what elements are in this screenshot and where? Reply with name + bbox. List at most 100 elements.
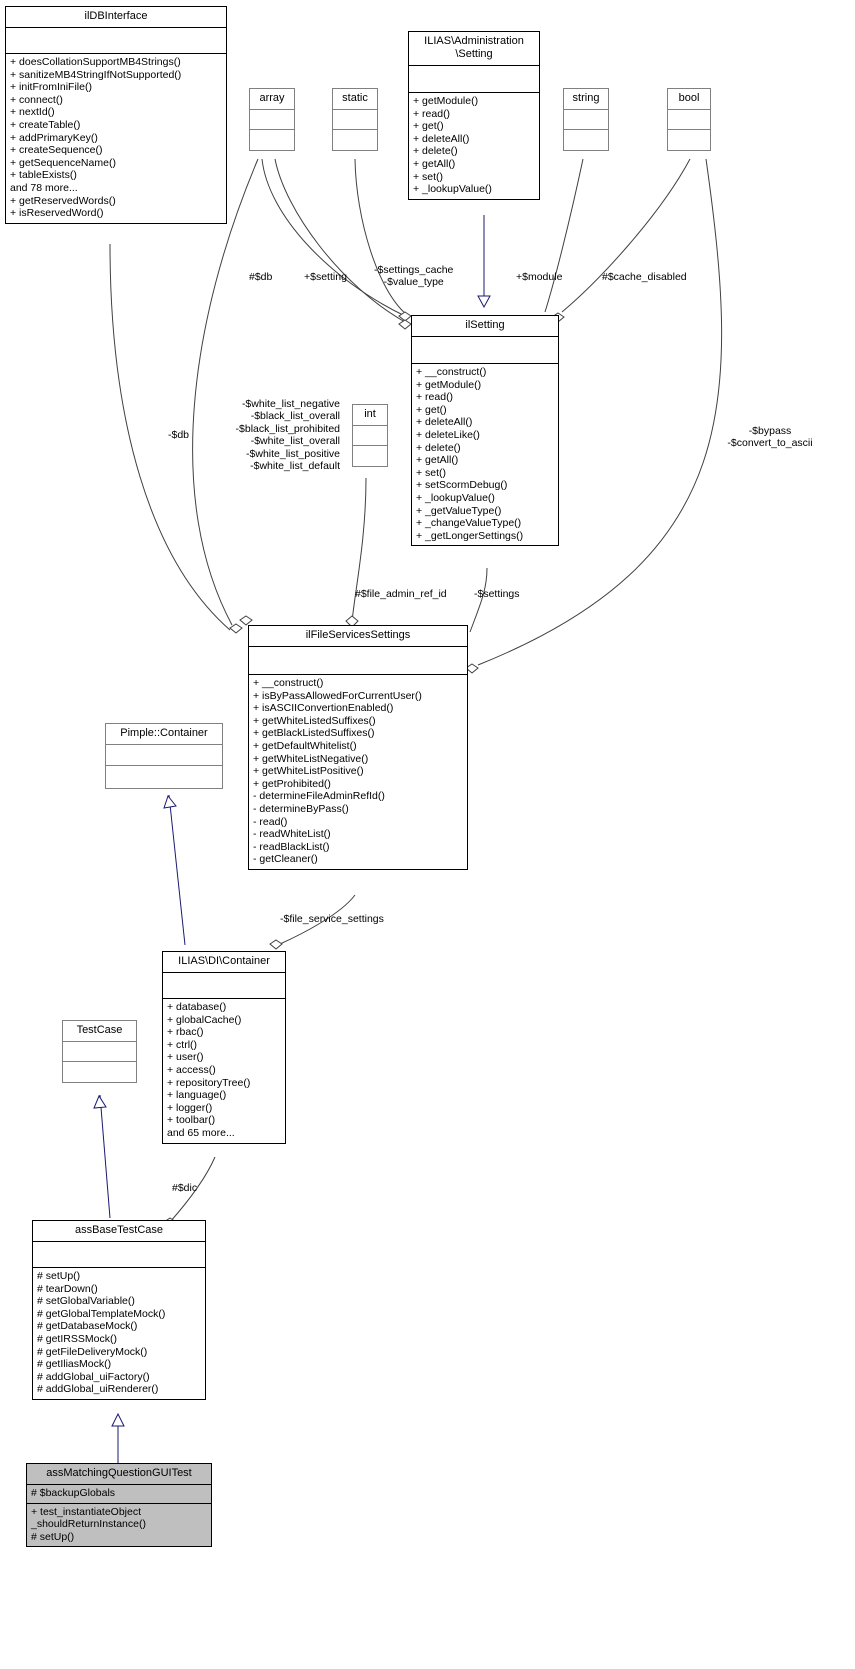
edge-label-settings-cache: -$settings_cache -$value_type xyxy=(374,264,454,289)
class-operations: + database()+ globalCache()+ rbac()+ ctr… xyxy=(163,998,285,1143)
class-title: assMatchingQuestionGUITest xyxy=(46,1467,192,1479)
class-title: ILIAS\Administration \Setting xyxy=(424,35,524,60)
class-title: assBaseTestCase xyxy=(74,1224,164,1236)
class-member: + get() xyxy=(413,120,444,133)
class-attributes: # $backupGlobals xyxy=(27,1484,211,1503)
class-title: int xyxy=(364,408,376,420)
class-attributes xyxy=(353,425,387,445)
class-operations xyxy=(250,129,294,150)
class-member: + createTable() xyxy=(10,118,81,131)
class-member: + __construct() xyxy=(416,366,487,378)
class-box-static[interactable]: static xyxy=(332,88,378,151)
class-member: # getDatabaseMock() xyxy=(37,1320,138,1333)
class-member: # getIliasMock() xyxy=(37,1358,112,1371)
class-operations: + test_instantiateObject_shouldReturnIns… xyxy=(27,1502,211,1547)
class-member: + delete() xyxy=(413,145,458,158)
edge-label-file-service-settings: -$file_service_settings xyxy=(280,913,384,925)
class-title: TestCase xyxy=(76,1024,123,1036)
class-member: + getAll() xyxy=(413,157,456,170)
class-member: + language() xyxy=(167,1089,227,1102)
class-member: # getFileDeliveryMock() xyxy=(37,1345,148,1358)
class-member: + _lookupValue() xyxy=(416,491,495,504)
class-operations xyxy=(333,129,377,150)
class-member: + doesCollationSupportMB4Strings() xyxy=(10,56,181,68)
class-member: - readWhiteList() xyxy=(253,828,331,841)
class-member: + set() xyxy=(416,466,447,479)
class-operations: # setUp()# tearDown()# setGlobalVariable… xyxy=(33,1267,205,1399)
class-operations xyxy=(106,765,222,788)
class-title: array xyxy=(259,92,285,104)
edge-label-db-hash: #$db xyxy=(249,271,273,283)
class-title: ilSetting xyxy=(465,319,505,331)
class-member: + getReservedWords() xyxy=(10,194,116,207)
class-attributes xyxy=(63,1041,136,1061)
class-box-testcase[interactable]: TestCase xyxy=(62,1020,137,1083)
class-operations: + doesCollationSupportMB4Strings()+ sani… xyxy=(6,53,226,223)
edge-label-file-admin-ref-id: #$file_admin_ref_id xyxy=(355,588,447,600)
class-member: # getIRSSMock() xyxy=(37,1332,117,1345)
class-operations xyxy=(353,445,387,466)
class-box-pimple-container[interactable]: Pimple::Container xyxy=(105,723,223,789)
edge-label-setting: +$setting xyxy=(304,271,347,283)
class-box-di-container[interactable]: ILIAS\DI\Container + database()+ globalC… xyxy=(162,951,286,1144)
class-attributes xyxy=(412,336,558,363)
class-box-array[interactable]: array xyxy=(249,88,295,151)
class-member: + repositoryTree() xyxy=(167,1076,251,1089)
class-box-assbasetestcase[interactable]: assBaseTestCase # setUp()# tearDown()# s… xyxy=(32,1220,206,1400)
class-member: + getBlackListedSuffixes() xyxy=(253,727,375,740)
class-member: + tableExists() xyxy=(10,169,77,182)
class-member: + isByPassAllowedForCurrentUser() xyxy=(253,689,422,702)
class-member: + getModule() xyxy=(416,378,482,391)
edge-label-dic: #$dic xyxy=(172,1182,198,1194)
class-box-bool[interactable]: bool xyxy=(667,88,711,151)
class-box-ilsetting[interactable]: ilSetting + __construct()+ getModule()+ … xyxy=(411,315,559,547)
class-member: + _lookupValue() xyxy=(413,183,492,196)
class-member: + deleteAll() xyxy=(413,132,470,145)
class-box-ildbinterface[interactable]: ilDBInterface + doesCollationSupportMB4S… xyxy=(5,6,227,224)
class-member: + access() xyxy=(167,1063,216,1076)
class-member: + ctrl() xyxy=(167,1038,198,1051)
class-member: + sanitizeMB4StringIfNotSupported() xyxy=(10,68,182,81)
class-attributes xyxy=(250,109,294,129)
class-box-int[interactable]: int xyxy=(352,404,388,467)
class-attributes xyxy=(668,109,710,129)
class-member: - getCleaner() xyxy=(253,853,318,866)
class-attributes xyxy=(106,744,222,765)
class-attributes xyxy=(163,972,285,998)
class-member: # tearDown() xyxy=(37,1282,98,1295)
class-member: - determineByPass() xyxy=(253,802,349,815)
class-member: + getModule() xyxy=(413,95,479,107)
class-operations: + __construct()+ isByPassAllowedForCurre… xyxy=(249,674,467,869)
class-member: + globalCache() xyxy=(167,1013,242,1026)
class-title: Pimple::Container xyxy=(120,727,208,739)
edge-label-cache-disabled: #$cache_disabled xyxy=(602,271,687,283)
edge-label-bypass-convert: -$bypass -$convert_to_ascii xyxy=(727,425,813,450)
class-operations: + getModule()+ read()+ get()+ deleteAll(… xyxy=(409,92,539,199)
class-member: + read() xyxy=(416,391,454,404)
edge-label-module: +$module xyxy=(516,271,563,283)
class-attributes xyxy=(564,109,608,129)
class-member: # getGlobalTemplateMock() xyxy=(37,1307,166,1320)
class-member: + getWhiteListedSuffixes() xyxy=(253,714,376,727)
class-attributes xyxy=(249,646,467,674)
class-box-assmatchingquestionguitest[interactable]: assMatchingQuestionGUITest # $backupGlob… xyxy=(26,1463,212,1548)
class-member: + deleteLike() xyxy=(416,428,480,441)
class-box-ilfileservicessettings[interactable]: ilFileServicesSettings + __construct()+ … xyxy=(248,625,468,870)
class-title: ilDBInterface xyxy=(84,10,148,22)
class-member: + addPrimaryKey() xyxy=(10,131,98,144)
class-attributes xyxy=(33,1241,205,1267)
class-member: - readBlackList() xyxy=(253,840,330,853)
class-member: + getProhibited() xyxy=(253,777,331,790)
class-title: bool xyxy=(678,92,700,104)
class-box-string[interactable]: string xyxy=(563,88,609,151)
class-member: # setGlobalVariable() xyxy=(37,1295,135,1308)
class-operations xyxy=(564,129,608,150)
class-member: + read() xyxy=(413,107,451,120)
class-member: + get() xyxy=(416,403,447,416)
class-member: + _changeValueType() xyxy=(416,517,522,530)
class-box-administration-setting[interactable]: ILIAS\Administration \Setting + getModul… xyxy=(408,31,540,200)
class-member: _shouldReturnInstance() xyxy=(31,1518,146,1531)
class-operations xyxy=(668,129,710,150)
class-member: and 78 more... xyxy=(10,181,78,194)
class-member: + database() xyxy=(167,1001,227,1013)
